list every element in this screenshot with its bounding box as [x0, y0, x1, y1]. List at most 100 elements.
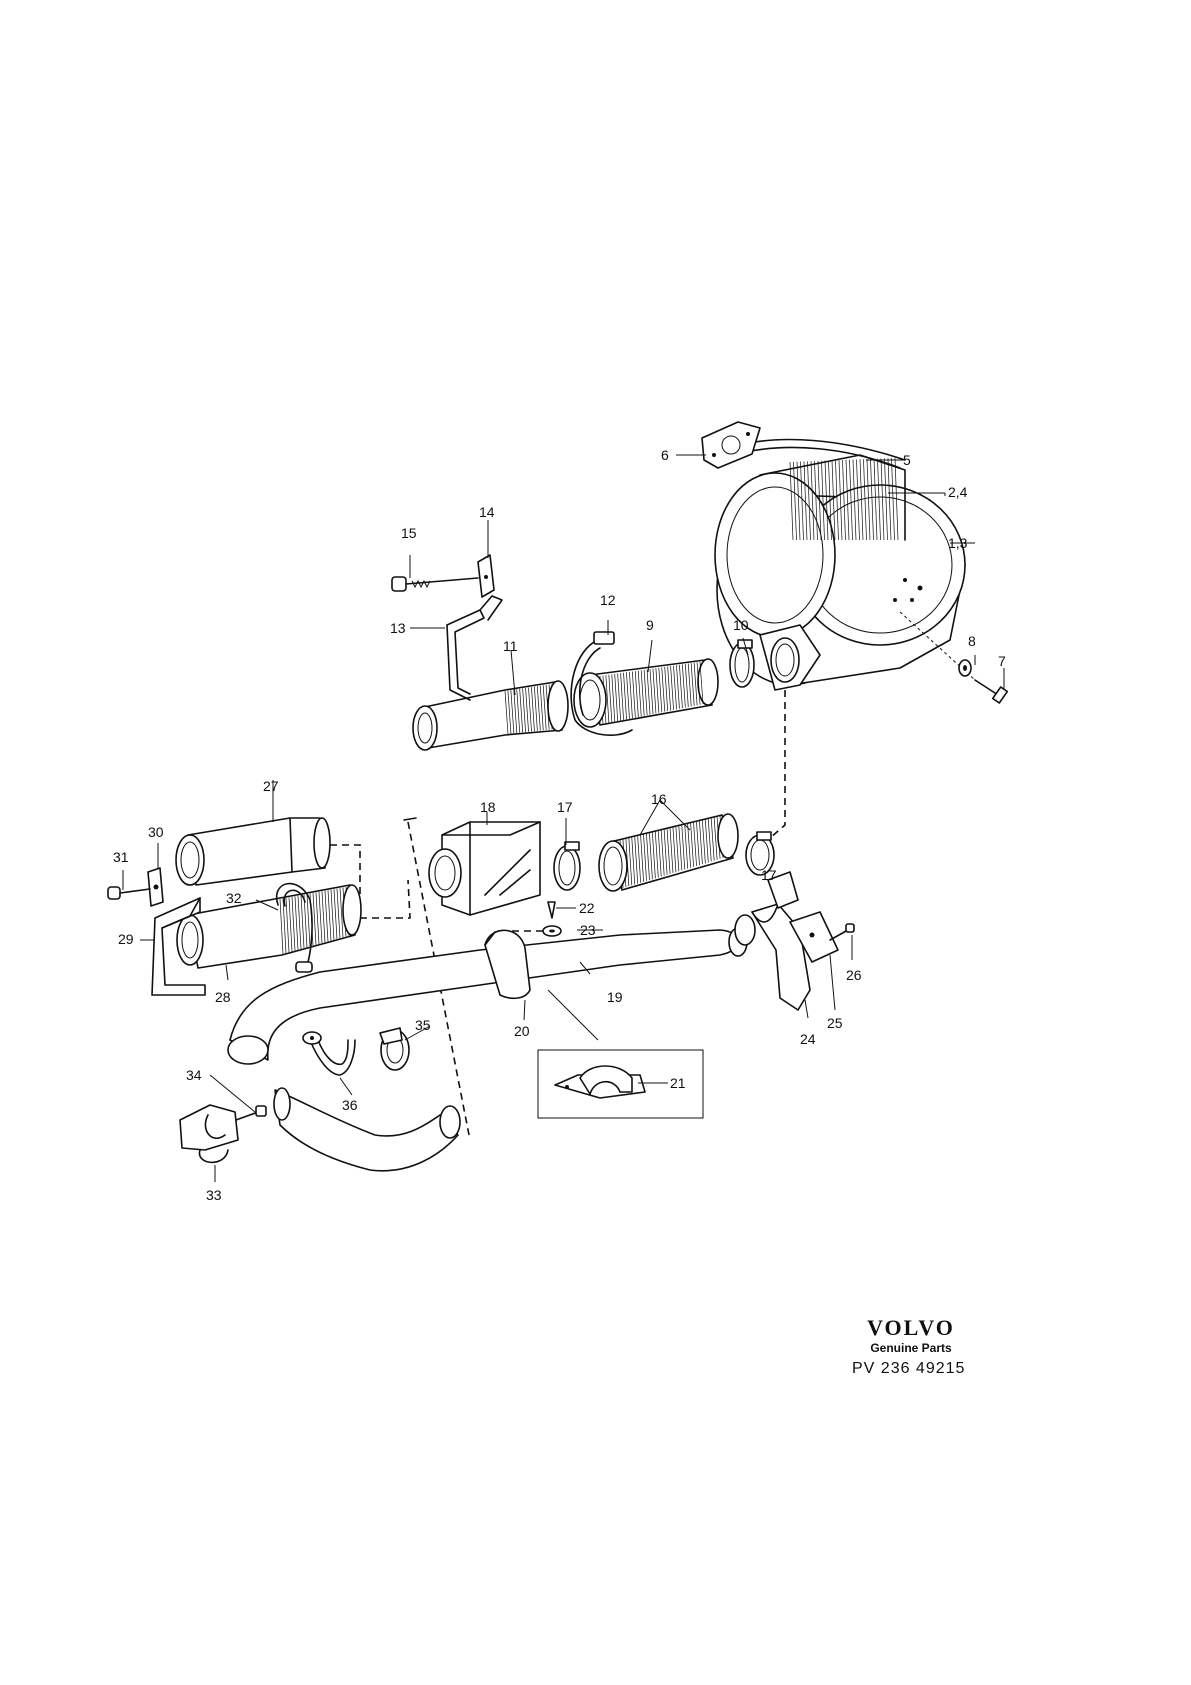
label-32: 32: [226, 890, 242, 906]
hose-rib: [318, 891, 323, 944]
volvo-logo: VOLVO: [867, 1315, 955, 1340]
hose-rib: [690, 823, 694, 867]
hose-rib: [617, 673, 621, 721]
hose-rib: [880, 458, 885, 541]
support-screw: [235, 1105, 267, 1121]
hose-rib: [339, 888, 344, 938]
hose-rib: [891, 458, 895, 541]
label-29: 29: [118, 931, 134, 947]
hose-rib: [620, 673, 624, 720]
small-screw: [547, 901, 556, 919]
label-2-4: 2,4: [948, 484, 968, 500]
hose-bracket: [570, 631, 633, 736]
hose-rib: [664, 666, 669, 712]
hose-rib: [702, 820, 706, 864]
hose-clip: [379, 1027, 410, 1071]
hose-rib: [632, 671, 636, 718]
hose-rib: [655, 668, 660, 713]
hose-rib: [670, 666, 674, 710]
hose-rib: [504, 690, 509, 735]
hose-rib: [643, 834, 647, 881]
label-8: 8: [968, 633, 976, 649]
hose-rib: [536, 686, 541, 731]
hose-rib: [666, 828, 671, 874]
hose-rib: [291, 896, 296, 951]
hose-rib: [696, 821, 700, 866]
hose-rib: [640, 835, 644, 882]
hose-rib: [519, 688, 524, 733]
hose-rib: [849, 459, 853, 541]
hose-rib: [831, 460, 836, 541]
label-22: 22: [579, 900, 595, 916]
hose-rib: [333, 889, 338, 940]
hose-rib: [279, 898, 284, 955]
extension-tube: [175, 817, 331, 886]
hose-rib: [803, 461, 808, 541]
hose-rib: [828, 460, 832, 541]
label-20: 20: [514, 1023, 530, 1039]
label-7: 7: [998, 653, 1006, 669]
label-11: 11: [503, 638, 518, 654]
hose-rib: [672, 827, 677, 873]
hose-rib: [873, 458, 878, 541]
air-cleaner-outlet: [759, 624, 821, 691]
support-bracket: [446, 595, 503, 701]
label-9: 9: [646, 617, 654, 633]
hose-rib: [661, 667, 666, 712]
hose-rib: [637, 670, 642, 717]
hose-rib: [796, 461, 801, 541]
return-hose: [273, 1087, 461, 1172]
hose-rib: [682, 664, 686, 708]
air-junction-box: [428, 821, 541, 916]
mounting-plate: [147, 867, 164, 907]
hose-rib: [634, 836, 639, 884]
hose-rib: [884, 458, 888, 541]
hose-rib: [817, 460, 822, 541]
inlet-hose: [412, 680, 569, 751]
hose-rib: [814, 461, 818, 541]
hose-rib: [646, 833, 650, 881]
label-15: 15: [401, 525, 417, 541]
hose-rib: [810, 461, 815, 541]
label-34: 34: [186, 1067, 202, 1083]
hose-rib: [838, 460, 843, 541]
hose-rib: [681, 825, 686, 870]
label-1-3: 1,3: [948, 535, 968, 551]
mounting-gasket: [701, 421, 761, 469]
leader-lines: [122, 454, 1005, 1182]
hose-rib: [321, 891, 326, 943]
hose-rib: [887, 458, 892, 541]
hose-rib: [652, 668, 657, 714]
hose-rib: [894, 457, 899, 541]
connection-line-27: [330, 844, 361, 918]
hose-rib: [510, 690, 515, 734]
hose-rib: [605, 675, 610, 723]
hose-rib: [324, 890, 329, 942]
hose-rib: [525, 687, 529, 732]
hose-rib: [534, 686, 538, 731]
hose-rib: [699, 820, 703, 865]
label-14: 14: [479, 504, 495, 520]
tube-bracket: [151, 897, 206, 996]
hose-rib: [667, 666, 671, 711]
label-23: 23: [580, 922, 596, 938]
hose-rib: [306, 894, 311, 947]
hose-rib: [835, 460, 839, 541]
label-6: 6: [661, 447, 669, 463]
clamp-plate: [789, 911, 839, 963]
hose-rib: [693, 822, 697, 866]
hose-rib: [646, 669, 651, 715]
hose-clamp-left: [553, 841, 581, 891]
separator-end-left: [403, 817, 417, 821]
hose-rib: [640, 670, 645, 716]
hose-rib: [654, 831, 659, 878]
hose-rib: [693, 662, 698, 706]
hose-rib: [294, 896, 299, 950]
hose-rib: [669, 827, 674, 874]
label-16: 16: [651, 791, 667, 807]
hose-rib: [856, 459, 860, 541]
label-12: 12: [600, 592, 616, 608]
hose-rib: [611, 674, 616, 722]
tube-strap: [275, 882, 313, 973]
